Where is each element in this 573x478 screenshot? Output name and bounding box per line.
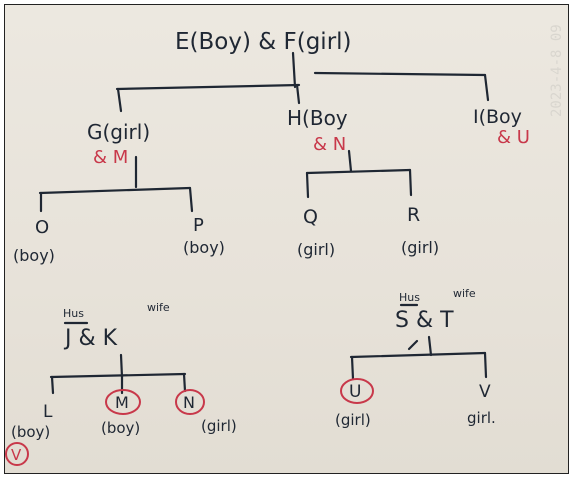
st-child-v-drop: [483, 351, 488, 379]
root-bar-right: [313, 71, 487, 77]
circle-v-check: [5, 442, 29, 466]
child-i-label: I(Boy: [473, 106, 522, 128]
jk-wife-tag: wife: [147, 301, 170, 314]
jk-stem: [119, 353, 124, 379]
h-stem: [347, 149, 353, 173]
g-children-bar: [38, 186, 192, 195]
jk-child-n-gender: (girl): [201, 417, 237, 435]
st-child-u-name: U: [349, 382, 361, 402]
branch-g: [116, 87, 123, 113]
jk-child-l-name: L: [43, 402, 53, 422]
jk-child-n-drop: [182, 372, 187, 393]
st-child-v-gender: girl.: [467, 409, 496, 427]
paper-sheet: E(Boy) & F(girl) G(girl) & M H(Boy & N I…: [4, 4, 569, 474]
root-stem: [291, 51, 297, 89]
jk-child-l-gender: (boy): [11, 423, 50, 441]
g-child-p-name: P: [193, 215, 204, 236]
child-g-spouse: & M: [93, 147, 128, 168]
circle-u: [340, 378, 374, 404]
branch-i: [483, 73, 490, 102]
h-child-q-name: Q: [303, 206, 318, 228]
g-child-p-gender: (boy): [183, 238, 225, 257]
root-bar-left: [115, 83, 301, 91]
st-child-u-drop: [350, 355, 355, 381]
jk-child-l-drop: [50, 375, 55, 395]
child-i-spouse: & U: [497, 127, 530, 148]
st-husband-tag: Hus: [399, 291, 420, 304]
st-wife-tag: wife: [453, 287, 476, 300]
jk-children-bar: [49, 372, 187, 379]
h-child-r-gender: (girl): [401, 238, 439, 257]
family-tree-drawing: E(Boy) & F(girl) G(girl) & M H(Boy & N I…: [5, 24, 565, 466]
root-couple: E(Boy) & F(girl): [175, 29, 352, 55]
h-child-r-drop: [408, 168, 413, 197]
h-child-q-gender: (girl): [297, 240, 335, 259]
jk-child-m-name: M: [115, 393, 129, 412]
st-child-v-name: V: [479, 382, 491, 402]
jk-husband-tag: Hus: [63, 307, 84, 320]
circle-m: [105, 389, 141, 415]
branch-h: [295, 83, 301, 105]
st-children-bar: [349, 351, 487, 359]
h-child-r-name: R: [407, 204, 420, 226]
child-h-label: H(Boy: [287, 106, 348, 130]
st-child-u-gender: (girl): [335, 411, 371, 429]
circle-n: [175, 389, 205, 415]
st-stem: [427, 335, 433, 357]
check-v-mark: V: [11, 446, 22, 464]
h-children-bar: [305, 168, 412, 175]
photo-timestamp: 2023-4-8 09: [549, 24, 565, 117]
child-g-label: G(girl): [87, 120, 150, 144]
st-couple: S & T: [395, 308, 454, 333]
g-child-o-gender: (boy): [13, 246, 55, 265]
g-child-o-name: O: [35, 217, 49, 238]
child-h-spouse: & N: [313, 134, 346, 155]
st-tick: [407, 339, 419, 351]
jk-child-n-name: N: [183, 393, 195, 412]
h-child-q-drop: [305, 171, 310, 199]
jk-child-m-gender: (boy): [101, 419, 140, 437]
jk-couple: J & K: [63, 326, 118, 351]
g-child-p-drop: [188, 186, 194, 213]
